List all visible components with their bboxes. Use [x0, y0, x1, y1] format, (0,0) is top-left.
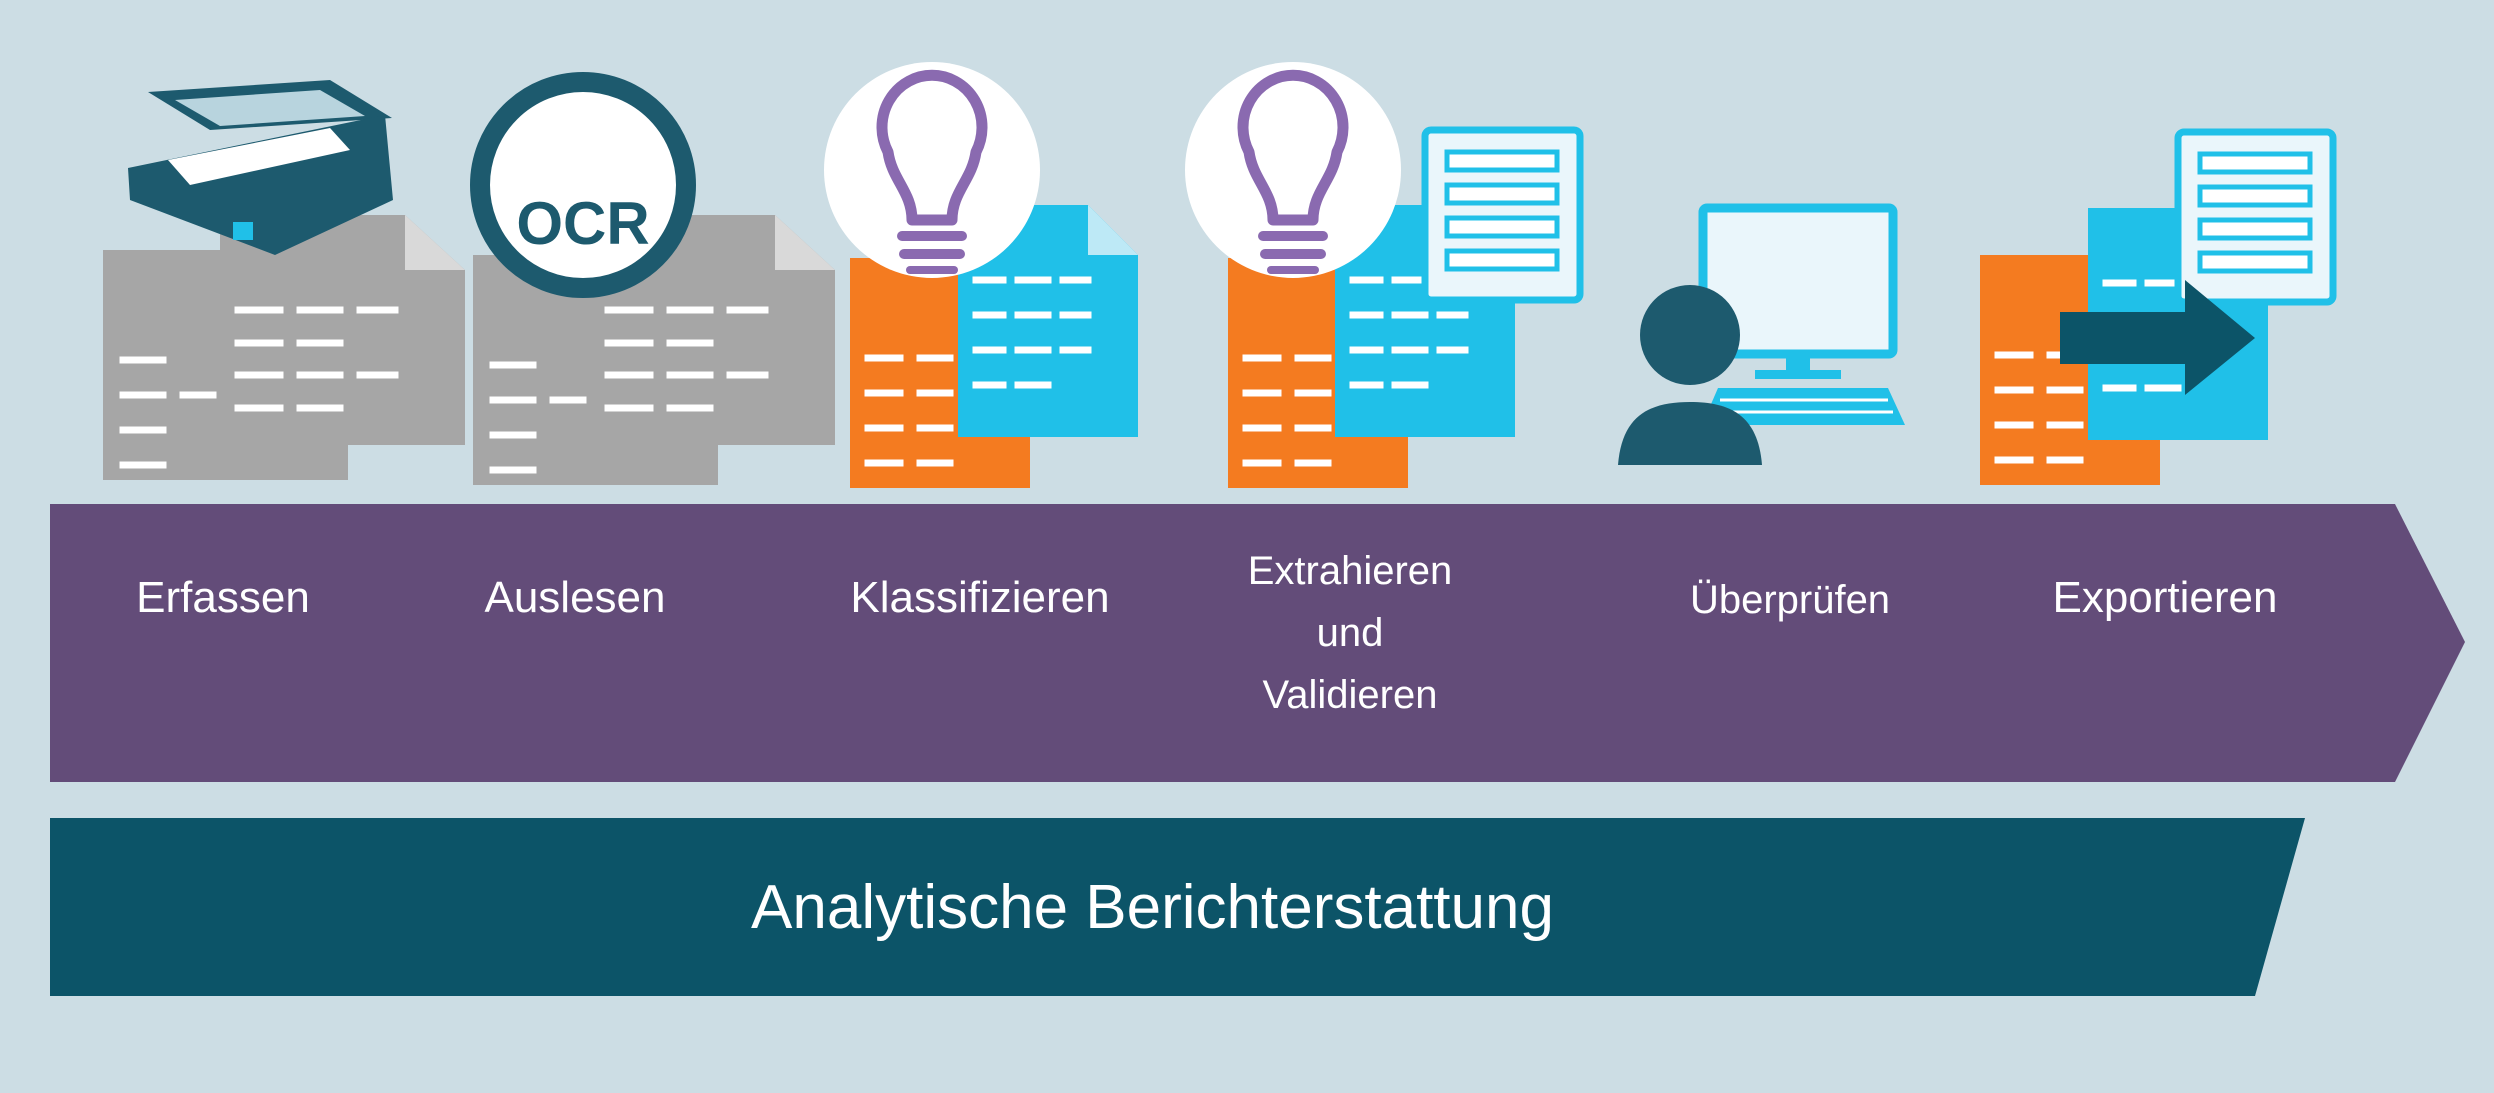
user-computer-icon: [1618, 203, 1905, 465]
step-label-ueberpruefen: Überprüfen: [1689, 578, 1891, 622]
report-arrow: [50, 818, 2305, 996]
step-label-erfassen: Erfassen: [136, 573, 310, 622]
step-label-line: und: [1316, 611, 1384, 655]
lightbulb-form-icon: [1185, 62, 1580, 488]
step-label-extrahieren-validieren: Extrahieren und Validieren: [1225, 540, 1475, 726]
process-arrow: [50, 504, 2465, 782]
ocr-icon: [473, 72, 835, 485]
lightbulb-icon: [824, 62, 1138, 488]
export-icon: [1980, 132, 2333, 485]
ocr-badge-text: OCR: [516, 189, 650, 257]
report-bar-label: Analytische Berichterstattung: [751, 872, 1554, 942]
step-label-line: Validieren: [1262, 673, 1438, 717]
step-label-auslesen: Auslesen: [484, 573, 666, 622]
step-label-line: Extrahieren: [1247, 549, 1453, 593]
step-label-exportieren: Exportieren: [2052, 573, 2278, 622]
step-label-klassifizieren: Klassifizieren: [850, 573, 1110, 622]
scanner-icon: [103, 80, 465, 480]
